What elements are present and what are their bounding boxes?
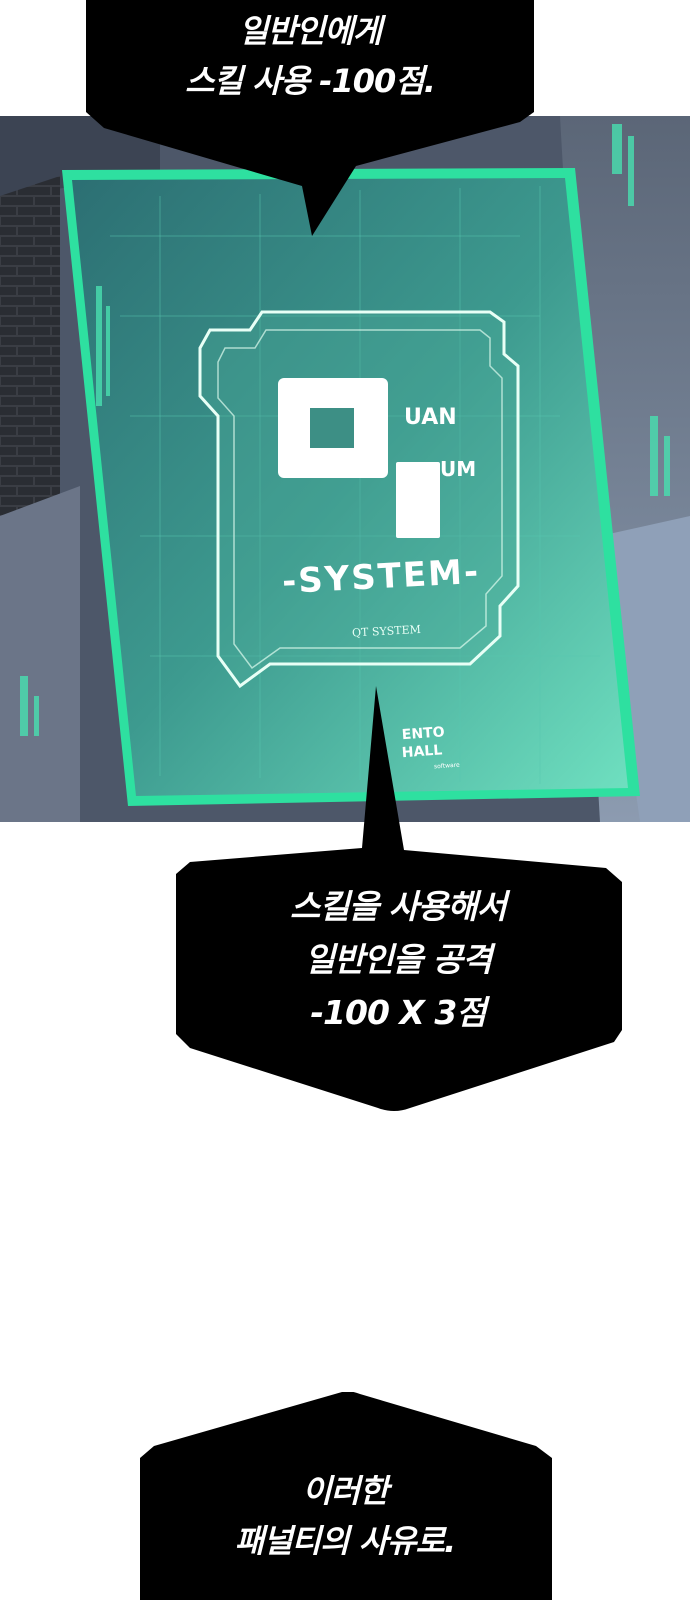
bubble-middle-line2: 일반인을 공격 xyxy=(304,940,493,979)
speech-bubble-bottom: 이러한 패널티의 사유로. xyxy=(138,1392,552,1600)
speech-bubble-top: 일반인에게 스킬 사용 -100점. xyxy=(84,0,536,240)
speech-bubble-middle: 스킬을 사용해서 일반인을 공격 -100 X 3점 xyxy=(174,686,622,1116)
corner-mark-line2: HALL xyxy=(401,742,442,761)
corner-mark-line1: ENTO xyxy=(401,724,445,743)
bubble-bottom-line1: 이러한 xyxy=(302,1472,388,1510)
comic-panel: UAN UM -SYSTEM- QT SYSTEM ENTO HALL soft… xyxy=(0,116,690,822)
bubble-bottom-line2: 패널티의 사유로. xyxy=(234,1522,456,1560)
corner-mark-line3: software xyxy=(434,762,460,771)
logo-word-uan: UAN xyxy=(404,405,457,430)
screen xyxy=(72,178,628,796)
bubble-top-line2: 스킬 사용 -100점. xyxy=(185,62,436,100)
logo-subtitle: QT SYSTEM xyxy=(352,623,421,640)
bubble-top-line1: 일반인에게 xyxy=(238,12,382,50)
bubble-middle-line3: -100 X 3점 xyxy=(310,993,486,1032)
panel-illustration: UAN UM -SYSTEM- QT SYSTEM ENTO HALL soft… xyxy=(0,116,690,822)
logo-word-um: UM xyxy=(440,457,476,481)
bubble-middle-line1: 스킬을 사용해서 xyxy=(289,887,507,926)
